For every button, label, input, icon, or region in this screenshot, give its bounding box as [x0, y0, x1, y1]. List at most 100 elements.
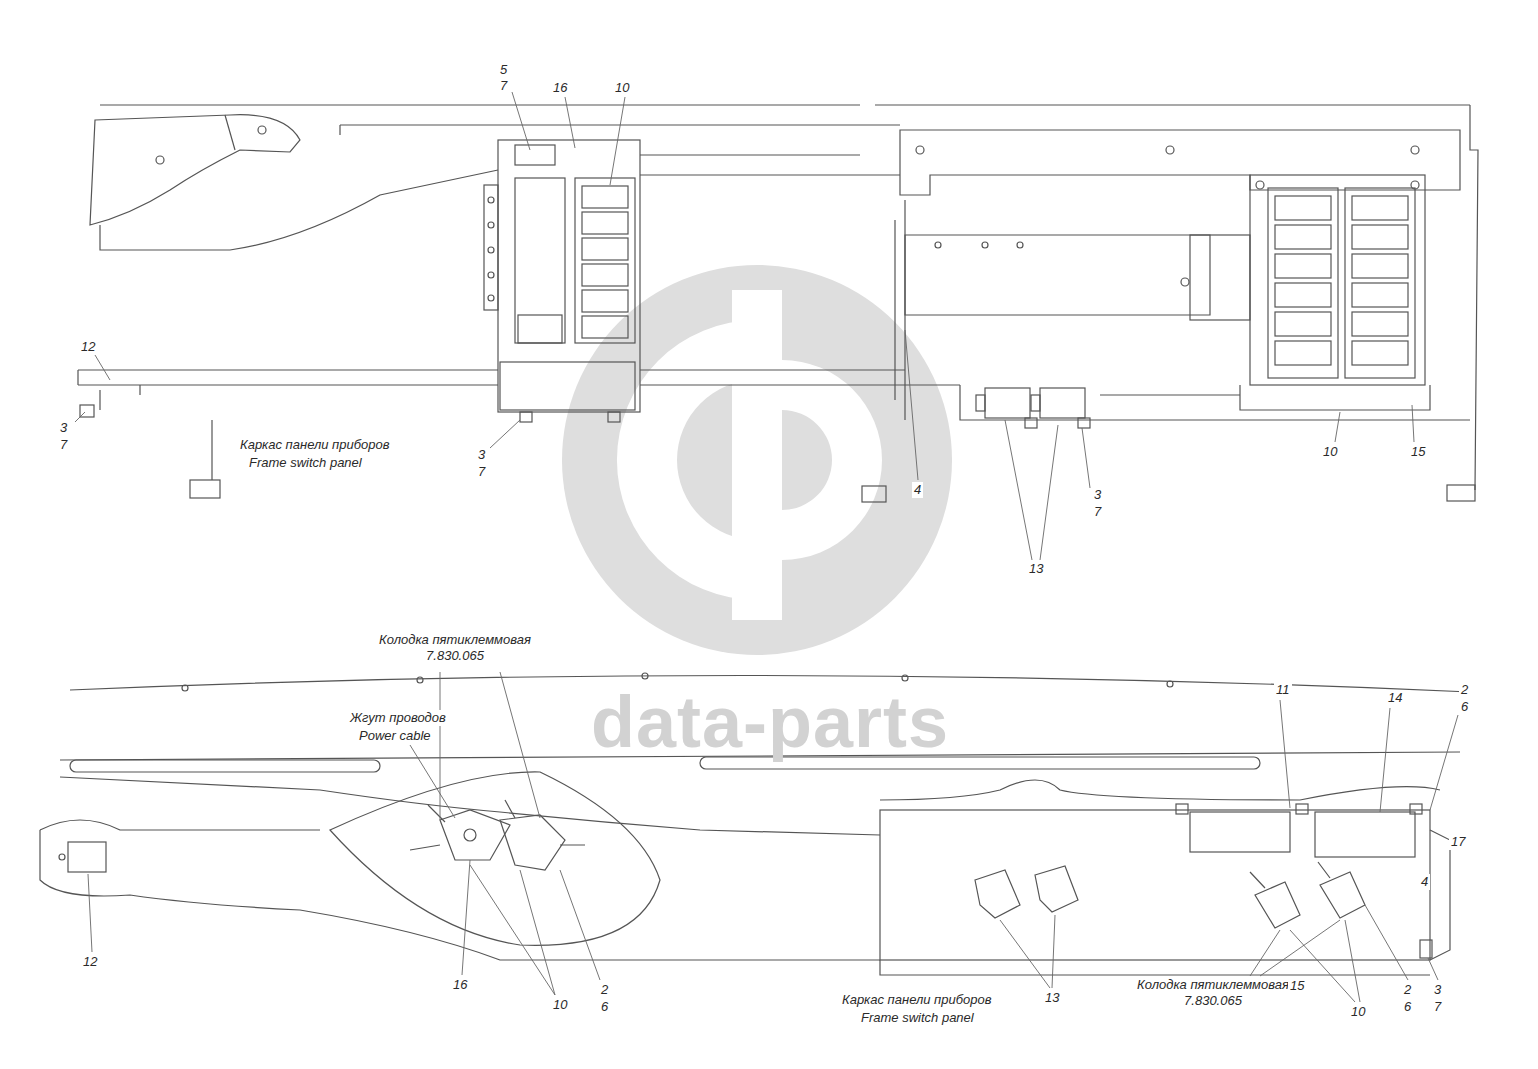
line-art	[905, 235, 1210, 315]
line-art	[782, 360, 882, 560]
line-art	[258, 126, 266, 134]
line-art	[582, 290, 628, 312]
line-art	[1176, 804, 1188, 814]
line-art	[1250, 862, 1330, 888]
callout-number: 2	[599, 982, 610, 998]
part-note: Power cable	[357, 728, 433, 744]
callout-number: 12	[79, 339, 97, 355]
line-art	[862, 486, 886, 502]
line-art	[1250, 175, 1425, 385]
top-leader-lines	[75, 92, 1414, 560]
line-art	[1345, 188, 1415, 378]
line-art	[1275, 312, 1331, 336]
line-art	[488, 222, 494, 228]
callout-number: 3	[476, 447, 487, 463]
line-art	[582, 186, 628, 338]
line-art	[900, 130, 1460, 195]
callout-number: 7	[476, 464, 487, 480]
line-art	[440, 810, 510, 860]
callout-number: 7	[1432, 999, 1443, 1015]
part-note: Каркас панели приборов	[238, 437, 392, 453]
callout-number: 17	[1449, 834, 1467, 850]
callout-number: 10	[613, 80, 631, 96]
line-art	[1275, 341, 1331, 365]
part-note: Frame switch panel	[859, 1010, 976, 1026]
line-art	[1256, 181, 1264, 189]
line-art	[1315, 812, 1415, 857]
line-art	[582, 238, 628, 260]
line-art	[1035, 866, 1078, 912]
line-art	[488, 295, 494, 301]
line-art	[1000, 915, 1055, 988]
callout-number: 11	[1274, 682, 1292, 698]
watermark-logo	[562, 265, 952, 655]
line-art	[1352, 341, 1408, 365]
line-art	[462, 860, 470, 975]
line-art	[1275, 225, 1331, 249]
callout-number: 10	[551, 997, 569, 1013]
line-art	[1352, 283, 1408, 307]
line-art	[1335, 412, 1340, 442]
line-art	[582, 316, 628, 338]
line-art	[428, 800, 515, 822]
watermark: data-parts	[589, 684, 951, 760]
line-art	[211, 420, 212, 480]
line-art	[985, 388, 1030, 418]
line-art	[1078, 418, 1090, 428]
line-art	[78, 370, 960, 385]
line-art	[515, 178, 565, 343]
callout-number: 13	[1043, 990, 1061, 1006]
line-art	[1275, 283, 1331, 307]
line-art	[330, 772, 660, 945]
line-art	[1411, 146, 1419, 154]
line-art	[1420, 940, 1432, 958]
line-art	[410, 845, 585, 850]
line-art	[1255, 882, 1300, 928]
line-art	[1275, 196, 1331, 220]
line-art	[565, 97, 575, 148]
line-art	[488, 197, 494, 203]
callout-number: 16	[451, 977, 469, 993]
callout-number: 3	[58, 420, 69, 436]
line-art	[70, 760, 380, 772]
callout-number: 4	[1419, 874, 1430, 890]
bottom-leader-lines	[88, 672, 1458, 1002]
line-art	[100, 385, 140, 410]
line-art	[182, 685, 188, 691]
callout-number: 12	[81, 954, 99, 970]
callout-number: 2	[1459, 682, 1470, 698]
line-art	[642, 673, 648, 679]
part-note: Колодка пятиклеммовая 7.830.065	[373, 632, 537, 664]
line-art	[640, 155, 900, 175]
line-art	[1352, 312, 1408, 336]
callout-number: 3	[1432, 982, 1443, 998]
line-art	[1240, 385, 1430, 410]
line-art	[1320, 872, 1365, 918]
line-art	[95, 355, 110, 380]
line-art	[225, 115, 235, 150]
line-art	[1017, 242, 1023, 248]
callout-number: 4	[912, 482, 923, 498]
line-art	[440, 672, 540, 820]
line-art	[1412, 405, 1414, 442]
line-art	[1280, 700, 1290, 808]
line-art	[500, 815, 565, 870]
line-art	[88, 874, 92, 952]
line-art	[1005, 420, 1058, 560]
line-art	[1181, 278, 1189, 286]
line-art	[582, 264, 628, 286]
line-art	[498, 140, 640, 412]
line-art	[880, 960, 1430, 975]
line-art	[1025, 418, 1037, 428]
line-art	[1447, 485, 1475, 501]
part-note: Frame switch panel	[247, 455, 364, 471]
line-art	[417, 677, 423, 683]
line-art	[1380, 708, 1390, 812]
callout-number: 6	[599, 999, 610, 1015]
callout-number: 2	[1402, 982, 1413, 998]
line-art	[500, 362, 635, 410]
line-art	[1268, 188, 1338, 378]
line-art	[156, 156, 164, 164]
line-art	[518, 315, 562, 343]
line-art	[100, 170, 498, 250]
